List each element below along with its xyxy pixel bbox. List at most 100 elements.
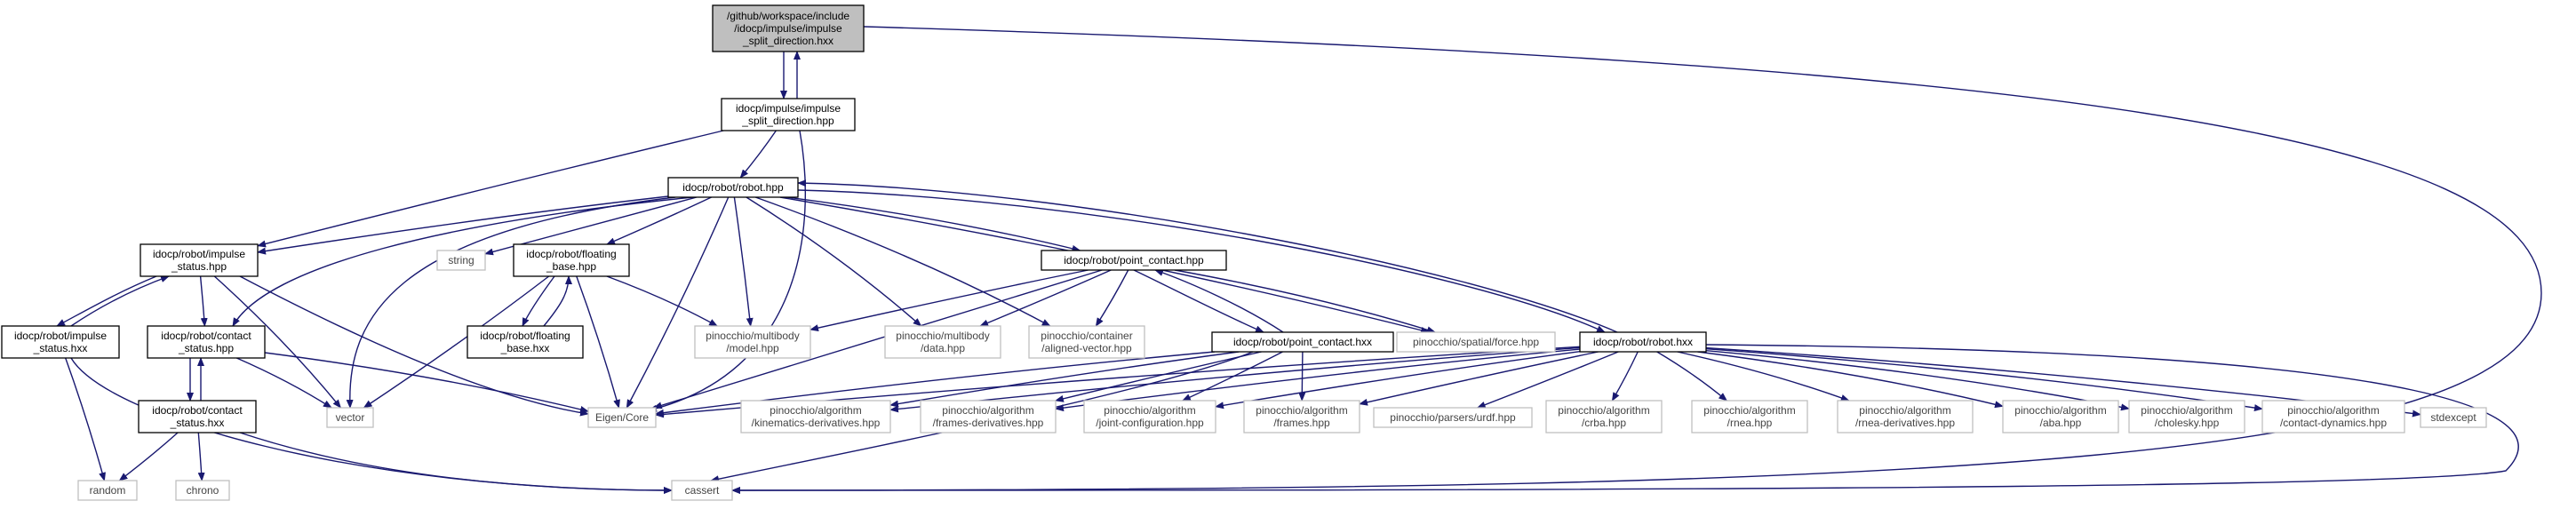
node-box [712,4,865,52]
node-box [513,243,630,277]
edge-robot_hpp-to-vector [346,196,676,409]
node-box [436,250,486,271]
node-label-line: _status.hpp [171,260,227,273]
edge-floating_base_hpp-to-floating_base_hxx [522,275,555,327]
edge-floating_base_hpp-to-vector [363,275,550,409]
node-impulse_status_hxx[interactable]: idocp/robot/impulse_status.hxx [1,325,120,359]
node-box [1579,331,1707,353]
node-chrono: chrono [175,480,230,501]
edge-robot_hxx-to-frames [1359,351,1599,406]
node-impulse_split_direction_hxx[interactable]: /github/workspace/include/idocp/impulse/… [712,4,865,52]
edge-point_contact_hxx-to-point_contact_hpp [1154,269,1284,333]
node-label-line: Eigen/Core [595,411,649,424]
node-label-line: /frames-derivatives.hpp [933,417,1044,429]
node-label-line: /kinematics-derivatives.hpp [752,417,881,429]
edge-impulse_status_hpp-to-vector [213,275,342,409]
edge-robot_hxx-to-kinematics_derivatives [889,346,1581,413]
node-spatial_force: pinocchio/spatial/force.hpp [1396,331,1556,353]
edge-robot_hpp-to-point_contact_hpp [786,196,1081,252]
node-contact_status_hxx[interactable]: idocp/robot/contact_status.hxx [138,400,257,433]
node-box [138,400,257,433]
edge-robot_hxx-to-cholesky [1705,350,2130,411]
edge-impulse_split_direction_hpp-to-robot_hpp [739,130,777,179]
edge-robot_hxx-to-robot_hpp [797,179,1618,333]
node-contact_status_hpp[interactable]: idocp/robot/contact_status.hpp [147,325,266,359]
node-label-line: pinocchio/algorithm [2014,404,2106,417]
node-label-line: idocp/robot/impulse [153,248,245,260]
node-point_contact_hxx[interactable]: idocp/robot/point_contact.hxx [1211,331,1394,353]
node-label-line: /contact-dynamics.hpp [2280,417,2387,429]
node-aligned_vector: pinocchio/container/aligned-vector.hpp [1028,325,1145,359]
node-box [1691,400,1808,433]
node-label-line: string [448,254,474,266]
node-label-line: stdexcept [2430,411,2476,424]
node-rnea_derivatives: pinocchio/algorithm/rnea-derivatives.hpp [1837,400,1974,433]
node-label-line: pinocchio/algorithm [2287,404,2379,417]
node-box [1211,331,1394,353]
node-label-line: /github/workspace/include [727,10,849,22]
edge-impulse_status_hxx-to-impulse_status_hpp [70,275,170,327]
node-label-line: /frames.hpp [1273,417,1330,429]
node-impulse_split_direction_hpp[interactable]: idocp/impulse/impulse_split_direction.hp… [721,98,856,131]
node-box [721,98,856,131]
node-box [175,480,230,501]
node-kinematics_derivatives: pinocchio/algorithm/kinematics-derivativ… [740,400,891,433]
edge-impulse_status_hpp-to-contact_status_hpp [199,275,208,327]
node-box [2002,400,2119,433]
node-impulse_status_hpp[interactable]: idocp/robot/impulse_status.hpp [140,243,259,277]
node-robot_hpp[interactable]: idocp/robot/robot.hpp [667,177,799,198]
edge-robot_hpp-to-robot_hxx [797,189,1606,333]
node-label-line: pinocchio/algorithm [770,404,861,417]
node-label-line: /model.hpp [726,342,779,354]
node-robot_hxx[interactable]: idocp/robot/robot.hxx [1579,331,1707,353]
node-eigen_core: Eigen/Core [587,407,657,428]
node-label-line: /joint-configuration.hpp [1096,417,1204,429]
node-box [740,400,891,433]
node-label-line: _status.hpp [178,342,234,354]
edge-contact_status_hpp-to-vector [236,357,332,409]
node-vector: vector [326,407,374,428]
node-box [2420,407,2487,428]
node-point_contact_hpp[interactable]: idocp/robot/point_contact.hpp [1041,250,1227,271]
node-label-line: pinocchio/algorithm [942,404,1033,417]
node-label-line: /aligned-vector.hpp [1041,342,1132,354]
node-frames_derivatives: pinocchio/algorithm/frames-derivatives.h… [920,400,1057,433]
node-box [1243,400,1360,433]
node-label-line: pinocchio/algorithm [1104,404,1195,417]
node-floating_base_hxx[interactable]: idocp/robot/floating_base.hxx [467,325,584,359]
edge-robot_hxx-to-aba [1697,351,2004,409]
node-joint_configuration: pinocchio/algorithm/joint-configuration.… [1083,400,1216,433]
node-stdexcept: stdexcept [2420,407,2487,428]
node-label-line: pinocchio/multibody [706,330,799,342]
edge-robot_hpp-to-contact_status_hpp [232,196,694,327]
edge-contact_status_hpp-to-eigen_core [264,352,589,413]
edge-robot_hpp-to-multibody_model [733,196,754,327]
edge-robot_hpp-to-multibody_data [746,196,922,327]
node-box [1041,250,1227,271]
node-label-line: idocp/impulse/impulse [736,102,841,115]
nodes-layer: /github/workspace/include/idocp/impulse/… [1,4,2487,501]
node-box [1,325,120,359]
node-label-line: /crba.hpp [1582,417,1626,429]
edge-impulse_split_direction_hpp-to-eigen_core [648,130,806,412]
edge-robot_hxx-to-frames_derivatives [1055,348,1581,412]
node-cassert: cassert [671,480,733,501]
node-floating_base_hpp[interactable]: idocp/robot/floating_base.hpp [513,243,630,277]
node-box [1545,400,1663,433]
edge-robot_hxx-to-joint_configuration [1215,351,1581,410]
node-label-line: /aba.hpp [2040,417,2082,429]
node-label-line: pinocchio/spatial/force.hpp [1413,336,1539,348]
node-box [77,480,138,501]
edge-contact_status_hxx-to-cassert [239,432,673,494]
edge-floating_base_hpp-to-eigen_core [576,275,620,409]
node-rnea: pinocchio/algorithm/rnea.hpp [1691,400,1808,433]
node-label-line: pinocchio/algorithm [1859,404,1950,417]
node-label-line: idocp/robot/robot.hpp [682,181,784,194]
edge-impulse_split_direction_hpp-to-impulse_status_hpp [257,130,724,248]
node-label-line: pinocchio/algorithm [1256,404,1347,417]
node-label-line: _base.hpp [546,260,596,273]
node-box [326,407,374,428]
node-label-line: idocp/robot/point_contact.hpp [1064,254,1204,266]
node-box [147,325,266,359]
